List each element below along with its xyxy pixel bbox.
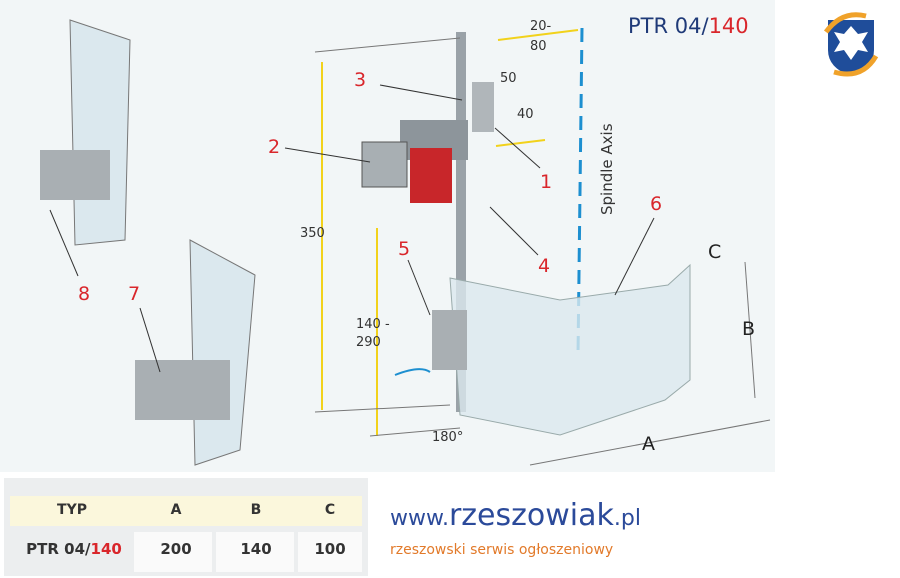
dim-height: 350 — [300, 226, 325, 241]
callout-3: 3 — [354, 69, 366, 91]
bracket — [472, 82, 494, 132]
dim-a: A — [642, 433, 655, 455]
clamp-variant-8 — [40, 150, 110, 200]
cell-typ-size: 140 — [90, 540, 122, 558]
cell-a: 200 — [160, 540, 192, 558]
dim-b: B — [742, 318, 755, 340]
watermark-url: www.rzeszowiak.pl — [390, 498, 641, 533]
column — [456, 32, 466, 412]
callout-2: 2 — [268, 136, 280, 158]
watermark-www: www. — [390, 506, 449, 531]
dim-rotation: 180° — [432, 430, 463, 445]
watermark-tagline: rzeszowski serwis ogłoszeniowy — [390, 542, 614, 558]
spec-table: TYP A B C PTR 04/140 200 140 100 — [4, 478, 368, 576]
header-c: C — [324, 502, 336, 518]
cell-bg — [298, 532, 362, 572]
motor-block — [361, 141, 408, 188]
header-a: A — [170, 502, 182, 518]
table-header-row — [10, 496, 362, 526]
extension-lines — [314, 37, 771, 466]
dim-c: C — [708, 241, 721, 263]
dimension-lines — [321, 29, 579, 436]
callout-7: 7 — [128, 283, 140, 305]
product-title: PTR 04/140 — [628, 14, 749, 38]
shield-clamp — [432, 310, 467, 370]
rotation-arrow-icon — [394, 368, 431, 376]
dim-offset-top: 20- — [530, 19, 552, 34]
title-model: PTR 04/ — [628, 14, 709, 38]
callout-1: 1 — [540, 171, 552, 193]
callout-4: 4 — [538, 255, 550, 277]
title-size: 140 — [708, 14, 749, 38]
dim-range-bottom: 290 — [356, 335, 381, 350]
shield-cross-logo-icon — [823, 12, 879, 77]
leader-lines — [49, 84, 655, 373]
cell-c: 100 — [314, 540, 346, 558]
dim-50: 50 — [500, 71, 517, 86]
callout-5: 5 — [398, 238, 410, 260]
spindle-axis-label: Spindle Axis — [598, 123, 616, 215]
cell-b: 140 — [240, 540, 272, 558]
cell-bg — [134, 532, 212, 572]
callout-6: 6 — [650, 193, 662, 215]
shield-variant-8 — [69, 19, 131, 246]
protective-shield — [449, 263, 691, 436]
header-b: B — [250, 502, 262, 518]
dim-offset-bottom: 80 — [530, 39, 547, 54]
cell-typ-model: PTR 04/ — [26, 540, 91, 558]
header-typ: TYP — [57, 502, 87, 518]
cell-typ: PTR 04/140 — [14, 540, 134, 558]
dim-range-top: 140 - — [356, 317, 390, 332]
watermark-tld: .pl — [613, 506, 641, 531]
cell-bg — [216, 532, 294, 572]
callout-8: 8 — [78, 283, 90, 305]
watermark-name: rzeszowiak — [448, 498, 614, 533]
shield-variant-7 — [189, 239, 256, 466]
clamp-variant-7 — [135, 360, 230, 420]
dim-40: 40 — [517, 107, 534, 122]
red-valve — [410, 148, 452, 203]
